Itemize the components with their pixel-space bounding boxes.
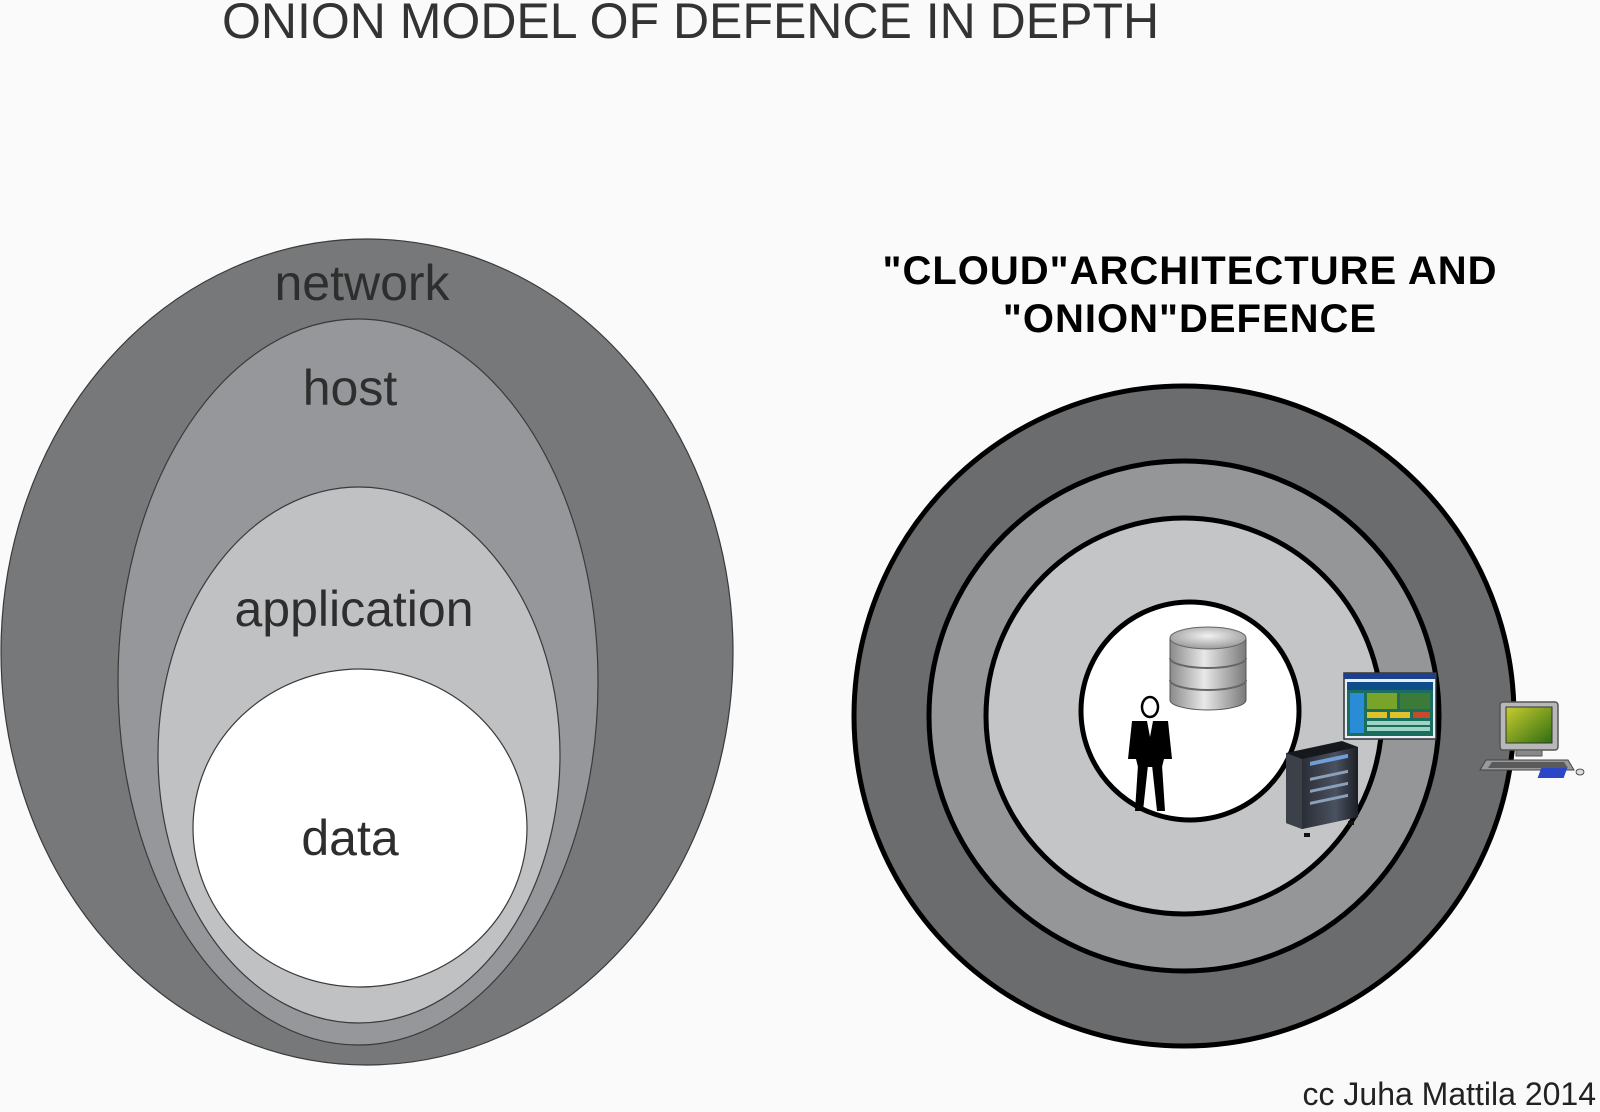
web-application-icon	[1343, 672, 1437, 740]
application-label: application	[234, 581, 473, 637]
credit-text: cc Juha Mattila 2014	[1303, 1076, 1597, 1112]
cloud-title-line1: "CLOUD"ARCHITECTURE AND	[883, 249, 1498, 293]
cloud-title-line2: "ONION"DEFENCE	[1003, 297, 1377, 341]
main-title: ONION MODEL OF DEFENCE IN DEPTH	[222, 0, 1159, 49]
host-label: host	[303, 360, 398, 416]
data-layer	[192, 668, 528, 988]
network-label: network	[274, 255, 450, 311]
person-icon	[1128, 695, 1172, 811]
server-icon	[1286, 741, 1358, 837]
onion-model: network host application data	[0, 238, 734, 1066]
database-icon	[1169, 626, 1247, 711]
workstation-icon	[1479, 701, 1585, 778]
data-label: data	[301, 810, 399, 866]
